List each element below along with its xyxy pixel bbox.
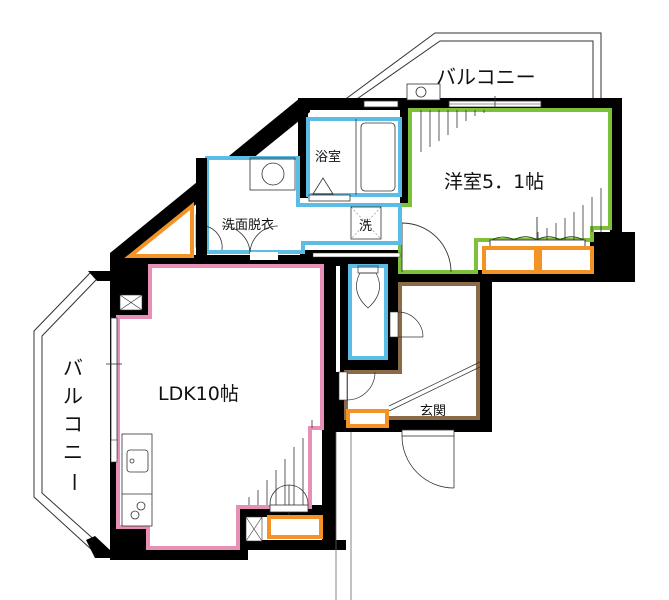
svg-text:ル: ル <box>63 384 83 408</box>
room-label-western: 洋室5．1帖 <box>444 171 544 193</box>
washroom-left-wall <box>196 158 207 260</box>
balcony-left-outline <box>33 272 99 551</box>
svg-text:コ: コ <box>63 412 83 436</box>
room-label-ldk: LDK10帖 <box>158 383 239 405</box>
pipe-shaft-icon <box>119 294 143 311</box>
balcony-label-top: バルコニー <box>436 65 536 89</box>
washing-machine-pan: 洗 <box>350 206 382 240</box>
window-ldk-left <box>106 317 122 463</box>
corridor-lines <box>335 432 352 600</box>
toilet <box>348 264 388 360</box>
svg-text:ー: ー <box>62 472 86 492</box>
svg-text:バ: バ <box>63 356 83 380</box>
storage-shoe <box>346 409 389 428</box>
western-room: 洋室5．1帖 <box>398 108 612 274</box>
closet-doors-ldk <box>269 484 309 517</box>
washroom: 洗 洗面脱衣 <box>195 156 402 260</box>
storage-triangle <box>124 201 194 258</box>
closet-doors-western <box>489 217 586 249</box>
window-bath <box>363 100 399 108</box>
room-label-washroom: 洗面脱衣 <box>222 217 274 233</box>
room-label-entrance: 玄関 <box>420 404 446 419</box>
air-conditioner-outdoor-unit <box>406 83 441 101</box>
room-label-bath: 浴室 <box>315 149 341 165</box>
svg-text:洗: 洗 <box>359 219 372 234</box>
front-door <box>401 429 455 489</box>
balcony-left-rail-bottom <box>86 536 110 558</box>
svg-text:ニ: ニ <box>63 440 83 464</box>
kitchen-counter <box>121 433 153 527</box>
pipe-shaft-bottom <box>245 516 263 542</box>
storage-western <box>482 246 594 274</box>
balcony-top-outline <box>342 32 602 102</box>
balcony-label-left: バ ル コ ニ ー <box>62 356 86 492</box>
balcony-left-rail-top <box>88 271 110 281</box>
ldk-room: LDK10帖 <box>116 264 324 550</box>
storage-ldk <box>267 515 323 539</box>
bathroom: 浴室 <box>306 117 402 202</box>
